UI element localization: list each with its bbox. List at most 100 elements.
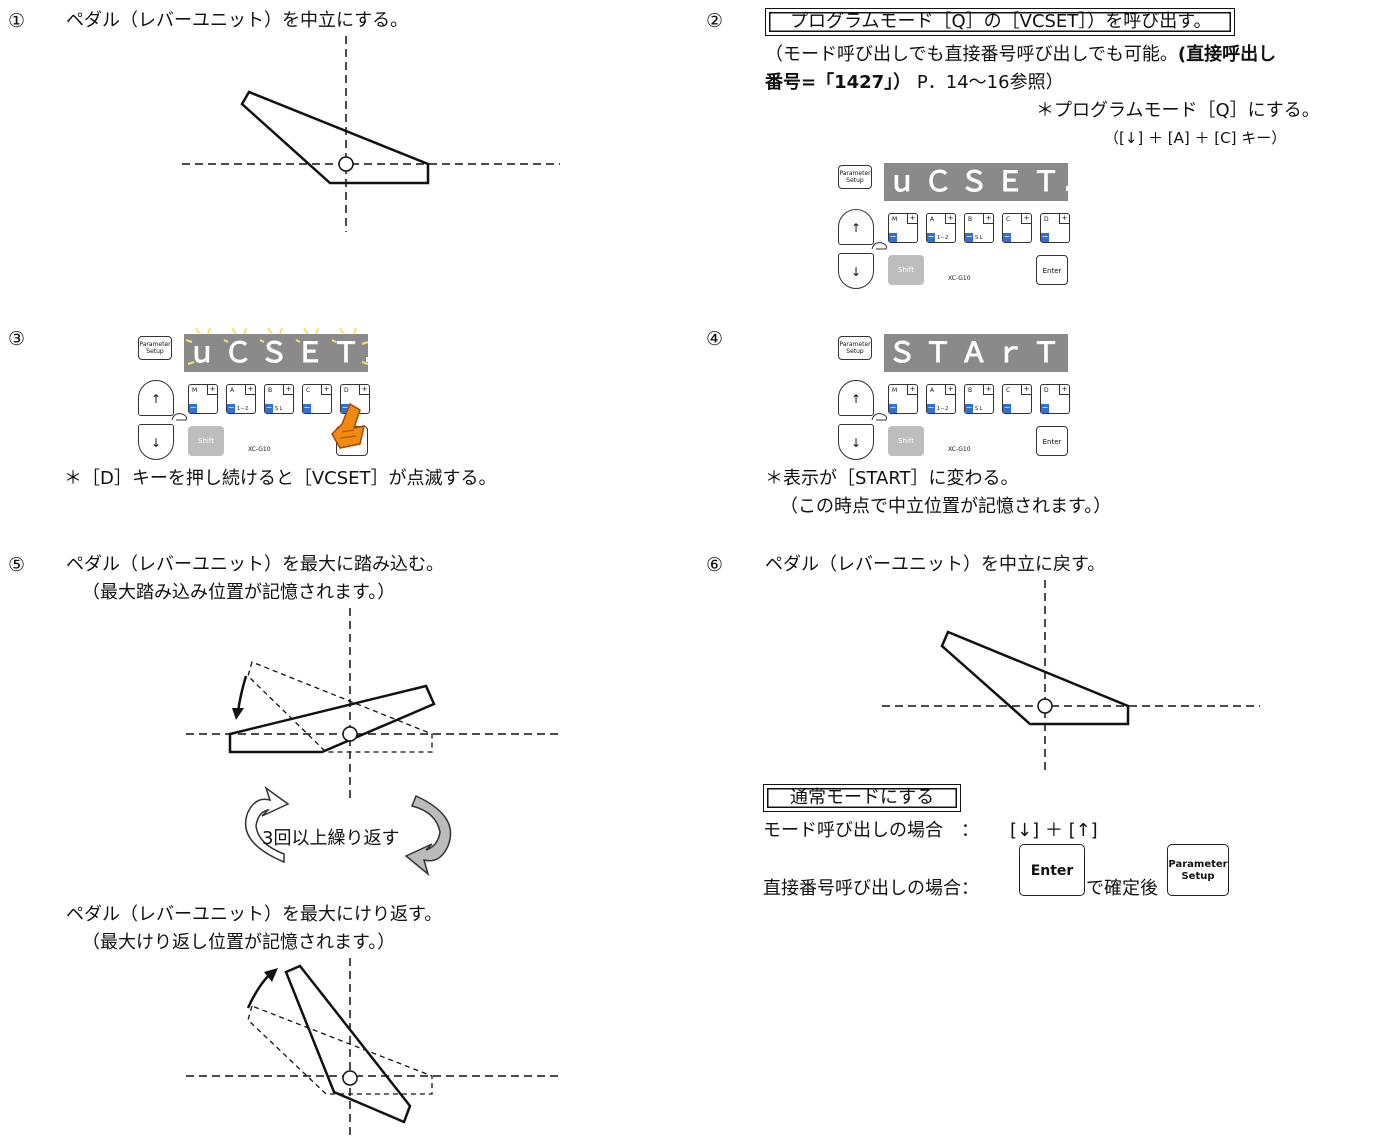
display-digit: Ｔ — [924, 336, 953, 369]
step-5-text-4: （最大けり返し位置が記憶されます。） — [82, 932, 396, 953]
model-label: XC-G10 — [948, 275, 971, 282]
step-5-text-1: ペダル（レバーユニット）を最大に踏み込む。 — [66, 554, 444, 575]
minus-icon: − — [965, 232, 973, 242]
plus-icon: + — [983, 385, 993, 395]
b-key-sub: S L — [275, 406, 283, 412]
parameter-setup-key[interactable]: Parameter Setup — [1167, 844, 1229, 896]
parameter-setup-button[interactable]: Parameter Setup — [138, 336, 172, 360]
c-key-label: C — [1006, 216, 1011, 223]
b-key[interactable]: B+−S L — [964, 384, 994, 414]
c-key[interactable]: C+− — [1002, 384, 1032, 414]
a-key-sub: 1－2 — [237, 406, 249, 412]
minus-icon: − — [1003, 403, 1011, 413]
enter-button[interactable]: Enter — [1036, 426, 1068, 456]
a-key[interactable]: A+−1－2 — [926, 213, 956, 243]
step-2-number: ② — [706, 10, 724, 32]
a-key[interactable]: A+−1－2 — [226, 384, 256, 414]
down-button[interactable]: ↓ — [838, 424, 874, 460]
step-1-number: ① — [8, 10, 26, 32]
minus-icon: − — [889, 403, 897, 413]
plus-icon: + — [1059, 214, 1069, 224]
control-panel-step-3: Parameter Setup ｕ Ｃ Ｓ Ｅ Ｔ. ↑ ↓ M+− A+−1－… — [138, 327, 378, 466]
display-digit: Ｃ — [224, 336, 253, 369]
step-2-line2: 番号=「1427」） P．14～16参照） — [765, 72, 1064, 94]
m-key-label: M — [192, 387, 198, 394]
b-key-sub: S L — [975, 406, 983, 412]
direct-call-mid: で確定後 — [1086, 878, 1158, 899]
pedal-kickback-diagram — [186, 958, 562, 1140]
shift-button[interactable]: Shift — [888, 426, 924, 456]
b-key[interactable]: B+−S L — [964, 213, 994, 243]
d-key[interactable]: D+− — [1040, 384, 1070, 414]
minus-icon: − — [1041, 403, 1049, 413]
up-button[interactable]: ↑ — [838, 209, 874, 245]
c-key-label: C — [306, 387, 311, 394]
step-2-line2-bold: 番号=「1427」） — [765, 72, 912, 93]
step-6-text: ペダル（レバーユニット）を中立に戻す。 — [765, 554, 1106, 575]
step-2-title-box: プログラムモード［Q］の［VCSET］）を呼び出す。 — [765, 8, 1235, 36]
plus-icon: + — [945, 214, 955, 224]
step-2-keys: （[↓] ＋ [A] ＋ [C] キー） — [1104, 129, 1287, 147]
segment-display: ｕ Ｃ Ｓ Ｅ Ｔ. — [884, 163, 1077, 201]
enter-button[interactable]: Enter — [1036, 255, 1068, 285]
m-key-label: M — [892, 216, 898, 223]
step-5-text-2: （最大踏み込み位置が記憶されます。） — [82, 582, 396, 603]
plus-icon: + — [283, 385, 293, 395]
minus-icon: − — [227, 403, 235, 413]
b-key[interactable]: B +−S L — [264, 384, 294, 414]
m-key[interactable]: M+− — [888, 384, 918, 414]
m-key[interactable]: M+− — [188, 384, 218, 414]
d-key-label: D — [1044, 387, 1049, 394]
parameter-setup-button[interactable]: Parameter Setup — [838, 336, 872, 360]
minus-icon: − — [889, 232, 897, 242]
a-key-sub: 1－2 — [937, 406, 949, 412]
b-key-sub: S L — [975, 235, 983, 241]
model-label: XC-G10 — [948, 446, 971, 453]
plus-icon: + — [321, 385, 331, 395]
shift-button[interactable]: Shift — [188, 426, 224, 456]
display-digit: Ｓ — [888, 336, 917, 369]
step-4-note-2: （この時点で中立位置が記憶されます。） — [780, 496, 1112, 517]
c-key-label: C — [1006, 387, 1011, 394]
minus-icon: − — [303, 403, 311, 413]
down-button[interactable]: ↓ — [838, 253, 874, 289]
pedal-neutral-diagram-6 — [882, 580, 1260, 772]
step-1-text: ペダル（レバーユニット）を中立にする。 — [66, 10, 409, 31]
d-key-label: D — [1044, 216, 1049, 223]
link-icon — [171, 413, 187, 421]
b-key-label: B — [968, 387, 973, 394]
minus-icon: − — [265, 403, 273, 413]
normal-mode-box: 通常モードにする — [763, 784, 962, 812]
step-3-note: ＊［D］キーを押し続けると［VCSET］が点滅する。 — [64, 468, 497, 489]
m-key[interactable]: M+− — [888, 213, 918, 243]
c-key[interactable]: C +− — [302, 384, 332, 414]
minus-icon: − — [1003, 232, 1011, 242]
blink-sparkle-icon — [185, 327, 369, 365]
display-digit: Ｅ — [996, 165, 1025, 198]
parameter-setup-button[interactable]: Parameter Setup — [838, 165, 872, 189]
model-label: XC-G10 — [248, 446, 271, 453]
display-digit: Ａ — [960, 336, 989, 369]
b-key-label: B — [968, 216, 973, 223]
plus-icon: + — [207, 385, 217, 395]
step-2-line1-bold: (直接呼出し — [1177, 44, 1277, 65]
step-3-number: ③ — [8, 328, 26, 350]
shift-button[interactable]: Shift — [888, 255, 924, 285]
b-key-label: B — [268, 387, 273, 394]
enter-key[interactable]: Enter — [1019, 844, 1085, 896]
down-button[interactable]: ↓ — [138, 424, 174, 460]
up-button[interactable]: ↑ — [138, 380, 174, 416]
c-key[interactable]: C+− — [1002, 213, 1032, 243]
a-key[interactable]: A+−1－2 — [926, 384, 956, 414]
segment-display: Ｓ Ｔ Ａ ｒ Ｔ — [884, 334, 1068, 372]
step-4-note-1: ＊表示が［START］に変わる。 — [765, 468, 1019, 489]
display-digit: Ｓ — [960, 165, 989, 198]
plus-icon: + — [245, 385, 255, 395]
repeat-label: 3回以上繰り返す — [262, 828, 400, 849]
control-panel-step-4: Parameter Setup Ｓ Ｔ Ａ ｒ Ｔ ↑ ↓ M+− A+−1－2… — [838, 334, 1078, 466]
pedal-press-diagram — [186, 608, 562, 798]
a-key-label: A — [930, 387, 935, 394]
up-button[interactable]: ↑ — [838, 380, 874, 416]
d-key[interactable]: D+− — [1040, 213, 1070, 243]
direct-call-label: 直接番号呼び出しの場合： — [763, 878, 979, 899]
